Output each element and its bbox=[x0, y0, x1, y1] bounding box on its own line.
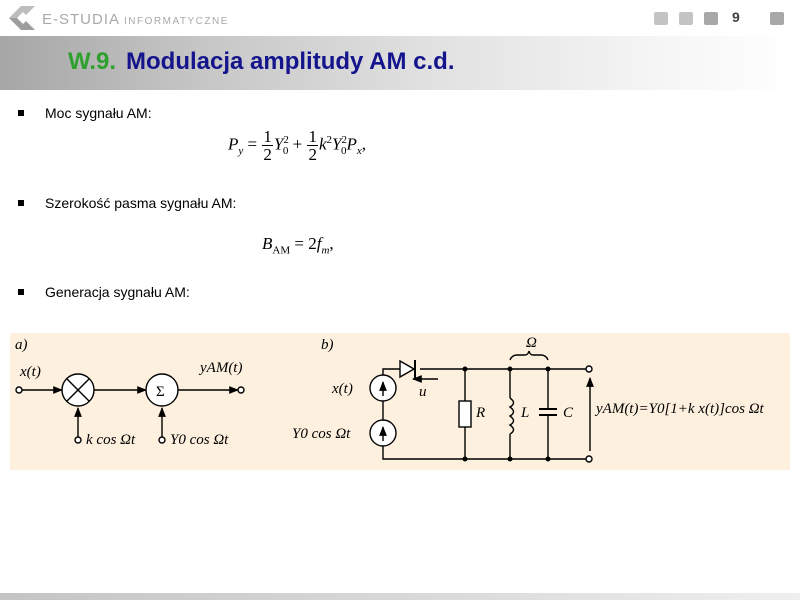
sum-symbol: Σ bbox=[156, 384, 165, 400]
bullet-square-icon bbox=[18, 110, 24, 116]
bullet-text: Moc sygnału AM: bbox=[45, 105, 152, 121]
source-y-label: Y0 cos Ωt bbox=[292, 426, 351, 442]
resistor-label: R bbox=[475, 405, 485, 421]
nav-square-2[interactable] bbox=[679, 12, 693, 25]
bullet-power: Moc sygnału AM: bbox=[18, 105, 152, 121]
output-a-label: yAM(t) bbox=[198, 360, 242, 376]
bullet-square-icon bbox=[18, 289, 24, 295]
output-b-label: yAM(t)=Y0[1+k x(t)]cos Ωt bbox=[594, 401, 765, 417]
slide-number: W.9. bbox=[68, 48, 117, 75]
logo-mark-icon bbox=[9, 6, 35, 30]
carrier-1-label: k cos Ωt bbox=[86, 432, 136, 448]
carrier-2-label: Y0 cos Ωt bbox=[170, 432, 229, 448]
title-band bbox=[0, 36, 800, 90]
slide-title: W.9. Modulacja amplitudy AM c.d. bbox=[68, 48, 455, 76]
nav-square-1[interactable] bbox=[654, 12, 668, 25]
bullet-square-icon bbox=[18, 200, 24, 206]
page-number: 9 bbox=[732, 9, 740, 25]
label-b: b) bbox=[321, 337, 334, 353]
formula-bandwidth: BAM = 2fm, bbox=[262, 234, 334, 257]
label-a: a) bbox=[15, 337, 28, 353]
nav-square-4[interactable] bbox=[770, 12, 784, 25]
omega-label: Ω bbox=[526, 335, 537, 351]
bullet-text: Generacja sygnału AM: bbox=[45, 284, 190, 300]
circuit-panel: a) b) x(t) Σ yAM(t) k cos Ωt Y0 cos Ωt Ω… bbox=[10, 333, 790, 470]
capacitor-label: C bbox=[563, 405, 574, 421]
diode-voltage-label: u bbox=[419, 384, 427, 400]
bullet-bandwidth: Szerokość pasma sygnału AM: bbox=[18, 195, 236, 211]
bullet-generation: Generacja sygnału AM: bbox=[18, 284, 190, 300]
logo-sub-text: INFORMATYCZNE bbox=[124, 16, 229, 27]
source-x-label: x(t) bbox=[331, 381, 353, 397]
bottom-bar bbox=[0, 593, 800, 600]
input-label: x(t) bbox=[19, 364, 41, 380]
nav-square-3[interactable] bbox=[704, 12, 718, 25]
logo-main-text: E-STUDIA bbox=[42, 11, 121, 28]
bullet-text: Szerokość pasma sygnału AM: bbox=[45, 195, 237, 211]
circuit-diagram: a) b) x(t) Σ yAM(t) k cos Ωt Y0 cos Ωt Ω… bbox=[15, 335, 765, 463]
inductor-label: L bbox=[520, 405, 529, 421]
slide-title-text: Modulacja amplitudy AM c.d. bbox=[126, 48, 455, 75]
